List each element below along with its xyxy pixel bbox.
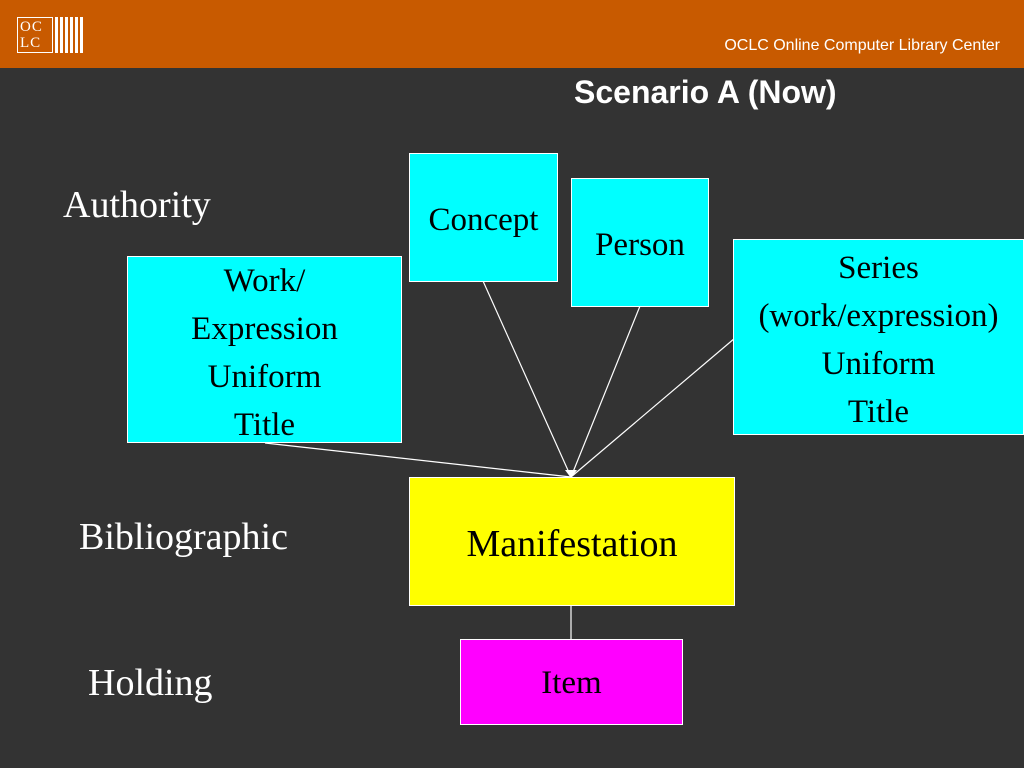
logo-letters: OC LC (17, 17, 53, 53)
work-expression-line-2: Expression (191, 311, 338, 347)
series-node: Series (work/expression) Uniform Title (733, 239, 1024, 435)
arrowhead (565, 470, 577, 478)
manifestation-label: Manifestation (466, 523, 678, 565)
edge-work-to-manifestation (264, 442, 572, 478)
tier-label-bibliographic: Bibliographic (79, 516, 288, 558)
edge-person-to-manifestation (570, 305, 641, 478)
edge-concept-to-manifestation (482, 280, 572, 478)
person-node: Person (571, 178, 709, 307)
header-bar: OC LC OCLC Online Computer Library Cente… (0, 0, 1024, 68)
organization-name: OCLC Online Computer Library Center (724, 37, 1000, 54)
slide-title: Scenario A (Now) (574, 74, 837, 110)
oclc-logo: OC LC (17, 17, 87, 53)
series-line-4: Title (847, 394, 910, 430)
concept-node: Concept (409, 153, 558, 282)
logo-line-1: OC (20, 19, 43, 35)
tier-label-holding: Holding (88, 662, 213, 704)
series-line-3: Uniform (821, 346, 936, 382)
work-expression-line-4: Title (233, 407, 296, 443)
edge-series-to-manifestation (570, 337, 736, 478)
series-line-2: (work/expression) (758, 298, 999, 334)
item-node: Item (460, 639, 683, 725)
logo-bars (55, 17, 89, 53)
work-expression-line-1: Work/ (223, 263, 306, 299)
concept-label: Concept (428, 202, 539, 238)
manifestation-node: Manifestation (409, 477, 735, 606)
logo-line-2: LC (20, 35, 42, 51)
series-line-1: Series (838, 250, 919, 286)
work-expression-line-3: Uniform (207, 359, 322, 395)
person-label: Person (595, 227, 685, 263)
item-label: Item (541, 665, 602, 701)
work-expression-node: Work/ Expression Uniform Title (127, 256, 402, 443)
tier-label-authority: Authority (63, 184, 211, 226)
